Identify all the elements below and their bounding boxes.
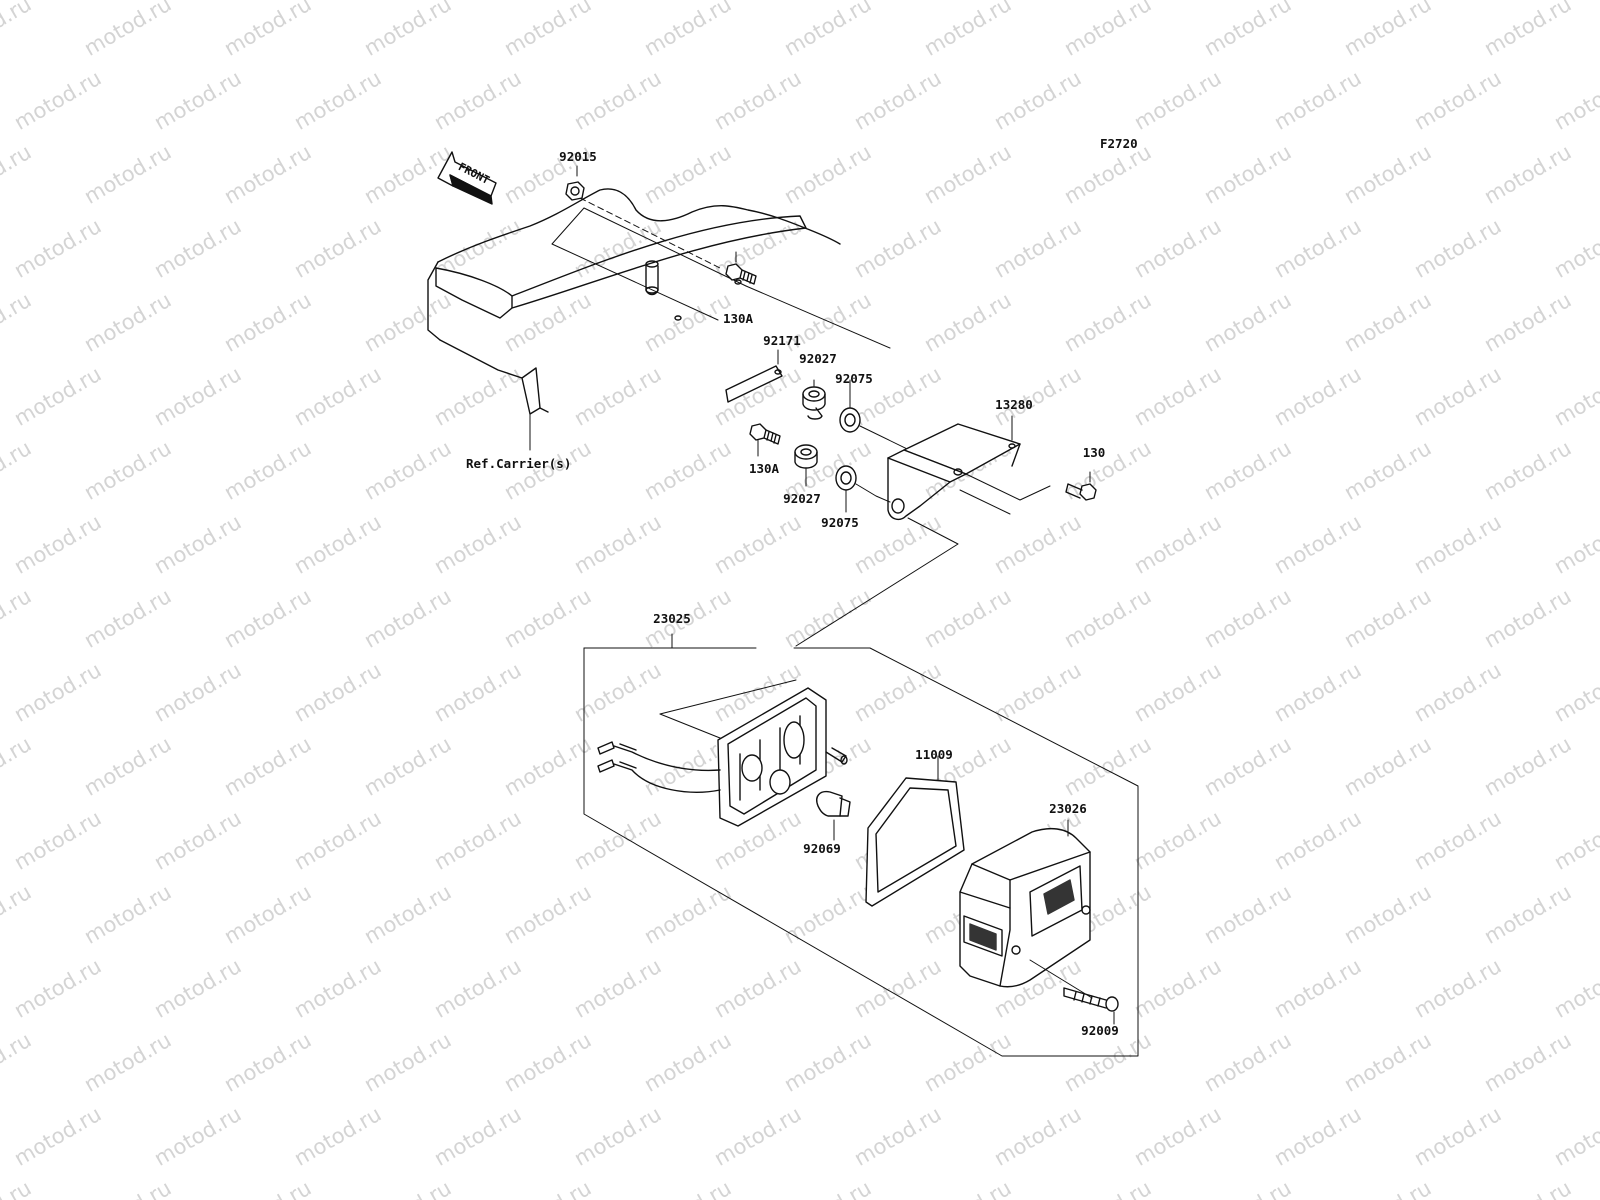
part-label-92069[interactable]: 92069 — [803, 841, 841, 856]
part-label-11009[interactable]: 11009 — [915, 747, 953, 762]
bracket-13280-icon — [887, 415, 1051, 521]
tail-light-base-icon — [597, 687, 848, 827]
part-label-23026[interactable]: 23026 — [1049, 801, 1087, 816]
carrier-reference — [427, 188, 841, 451]
part-label-92027-top[interactable]: 92027 — [799, 351, 837, 366]
bulb-92069-icon — [816, 790, 851, 841]
collar-92027-bottom-icon — [794, 444, 818, 487]
bolt-130A-bottom-icon — [749, 423, 781, 457]
part-label-92009[interactable]: 92009 — [1081, 1023, 1119, 1038]
bolt-130-icon — [1065, 471, 1097, 501]
lens-gasket-11009-icon — [865, 755, 965, 907]
leader-lines — [579, 197, 721, 269]
damper-92075-bottom-icon — [835, 465, 857, 513]
assembly-frame-23025 — [583, 633, 1139, 1057]
part-label-92027-bottom[interactable]: 92027 — [783, 491, 821, 506]
clamp-92171-icon — [725, 349, 783, 403]
part-label-92171[interactable]: 92171 — [763, 333, 801, 348]
part-label-130A-bottom[interactable]: 130A — [748, 461, 780, 476]
cutaway-plane — [551, 207, 891, 349]
part-label-23025[interactable]: 23025 — [653, 611, 691, 626]
lens-cover-23026-icon — [959, 819, 1093, 999]
part-label-92015[interactable]: 92015 — [559, 149, 597, 164]
screw-92009-icon — [1063, 987, 1119, 1025]
nut-92015-icon — [565, 165, 585, 201]
part-label-92075-top[interactable]: 92075 — [835, 371, 873, 386]
bolt-130A-top-icon — [725, 251, 757, 285]
damper-92075-top-icon — [839, 379, 861, 433]
ref-carrier-label[interactable]: Ref.Carrier(s) — [466, 456, 572, 471]
part-label-13280[interactable]: 13280 — [995, 397, 1033, 412]
part-label-130[interactable]: 130 — [1082, 445, 1106, 460]
front-arrow-icon: FRONT — [437, 151, 497, 205]
figure-code: F2720 — [1100, 136, 1138, 151]
part-label-130A-top[interactable]: 130A — [722, 311, 754, 326]
collar-92027-top-icon — [802, 379, 826, 420]
part-label-92075-bottom[interactable]: 92075 — [821, 515, 859, 530]
